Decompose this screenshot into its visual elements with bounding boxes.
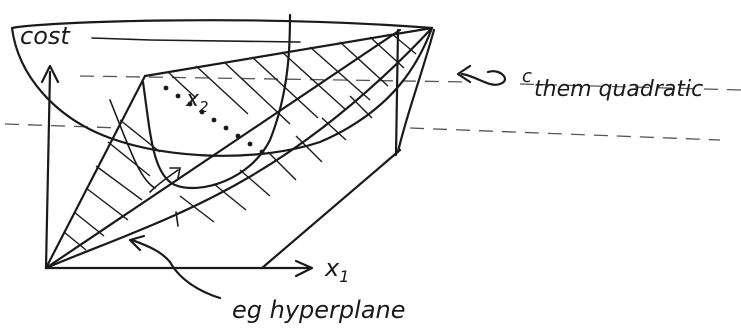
inner-parabola: [141, 13, 292, 190]
hyperplane-edge-left: [44, 74, 147, 270]
dashed-line-right: [519, 83, 741, 91]
x2-dotted-line: [163, 85, 265, 155]
cost-axis-arrowhead: [40, 64, 60, 84]
quadratic-label: them quadratic: [534, 77, 703, 102]
hyperplane-pointer-arrowhead: [128, 234, 146, 252]
x1-axis-arrowhead: [294, 259, 314, 278]
hyperplane-edge-bottom: [44, 26, 434, 270]
inner-parabola-left: [109, 99, 156, 189]
hyperplane-label: eg hyperplane: [232, 296, 406, 324]
dashed-line-lower: [4, 123, 721, 141]
quadratic-arrow: [460, 70, 506, 86]
center-arrowhead: [169, 167, 181, 179]
x2-axis-label: x2: [185, 87, 209, 116]
vertical-line-right: [394, 28, 400, 157]
hyperplane-edge-top: [143, 26, 434, 78]
cost-axis-label: cost: [20, 22, 71, 50]
vertical-line-right-outer: [396, 28, 436, 154]
quadratic-bowl-outline: [10, 19, 434, 157]
hatching: [63, 33, 417, 251]
quadratic-prefix: c: [522, 66, 532, 87]
hyperplane-diagonal: [44, 28, 402, 270]
cost-axis-line: [44, 70, 52, 270]
x1-axis-label: x1: [324, 254, 349, 286]
quadratic-arrowhead: [456, 64, 472, 84]
base-diagonal-line: [260, 148, 402, 270]
center-arrow: [149, 169, 179, 193]
hyperplane-pointer: [130, 238, 222, 300]
small-tick: [175, 211, 179, 227]
cost-leader-line: [91, 37, 301, 43]
